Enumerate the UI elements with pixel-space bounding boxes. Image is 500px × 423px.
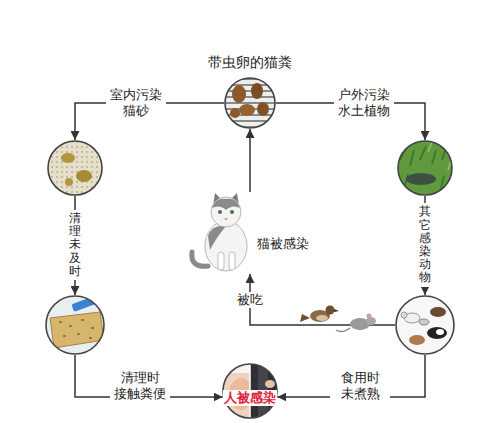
- scoop: [71, 296, 96, 312]
- circle-border: [396, 296, 454, 354]
- grass-circle: [397, 140, 453, 196]
- litter-picture: [47, 140, 103, 196]
- litter-clump: [65, 178, 73, 186]
- litter-grains: [60, 320, 93, 338]
- litter-clump: [76, 170, 92, 182]
- cat-body: [205, 221, 247, 271]
- label-holder: 室内污染 猫砂: [106, 87, 166, 118]
- label-holder: 被吃: [235, 292, 265, 308]
- cat-head-patch: [212, 199, 240, 210]
- cat-patch: [208, 226, 226, 250]
- sheep-head: [401, 312, 407, 318]
- label-holder: 其它感染动物: [418, 203, 432, 286]
- grass-blades: [400, 146, 446, 192]
- cat-head: [211, 197, 241, 227]
- edge-label: 室内污染 猫砂: [106, 87, 166, 118]
- grate: [224, 77, 276, 129]
- edge-label: 户外污染 水土植物: [334, 87, 394, 118]
- prey-picture: [300, 306, 376, 332]
- sparrow-tail: [300, 314, 310, 322]
- feces-lump: [230, 108, 240, 118]
- litter-box-circle: [45, 295, 105, 355]
- sparrow-breast: [316, 315, 328, 321]
- feces-picture: [224, 77, 276, 129]
- cat-eye: [230, 210, 234, 214]
- feces-lump: [232, 85, 246, 103]
- sparrow-head: [326, 306, 335, 315]
- circle-outline: [47, 140, 103, 196]
- grass-blades: [402, 140, 452, 170]
- animals-picture: [395, 295, 455, 355]
- node-label: 猫被感染: [256, 236, 310, 252]
- circle-outline: [45, 295, 105, 355]
- human-picture: [222, 363, 278, 419]
- circle-border: [48, 141, 102, 195]
- circle-border: [398, 141, 452, 195]
- human-circle: 人被感染: [222, 363, 278, 419]
- circle-outline: [395, 295, 455, 355]
- feces-lump: [257, 102, 269, 116]
- text-holder: 人被感染: [223, 390, 277, 406]
- mouse-tail: [336, 328, 350, 332]
- circle-border: [225, 78, 275, 128]
- edge-label: 清理时 接触粪便: [110, 370, 170, 401]
- cat-eye: [218, 210, 222, 214]
- box-ground: [45, 295, 105, 355]
- cat-leg: [229, 252, 235, 270]
- feces-lump: [239, 104, 255, 116]
- animals-ground: [395, 295, 455, 355]
- man-hand: [265, 380, 275, 388]
- litter-ground: [47, 140, 103, 196]
- cat-node: 猫被感染: [186, 192, 314, 274]
- label-holder: 食用时 未煮熟: [330, 370, 390, 401]
- label-holder: 户外污染 水土植物: [334, 87, 394, 118]
- lamb: [419, 319, 429, 325]
- text-holder: 带虫卵的猫粪: [207, 54, 293, 71]
- circle-border: [46, 296, 104, 354]
- text-holder: 猫被感染: [256, 236, 310, 252]
- grass-ground: [397, 140, 453, 196]
- mouse-head: [366, 317, 376, 325]
- edge-label: 食用时 未煮熟: [330, 370, 390, 401]
- cat-leg: [218, 252, 224, 270]
- circle-outline: [224, 77, 276, 129]
- goat: [409, 335, 425, 345]
- grass-picture: [397, 140, 453, 196]
- label-holder: 清理未及时: [68, 210, 82, 280]
- sparrow-beak: [334, 309, 339, 312]
- litter-circle: [47, 140, 103, 196]
- litter-clump: [61, 153, 75, 163]
- water-patch: [406, 173, 436, 185]
- cow-spot: [436, 329, 444, 335]
- litter-box-picture: [45, 295, 105, 355]
- edge-label: 其它感染动物: [418, 203, 432, 286]
- flow-arrow: [249, 129, 251, 192]
- cat-picture: [192, 193, 247, 271]
- horse: [430, 307, 446, 317]
- label-holder: 清理时 接触粪便: [110, 370, 170, 401]
- circle-border: [223, 364, 277, 418]
- flow-arrow: [250, 274, 395, 325]
- circle-outline: [397, 140, 453, 196]
- mouse-ear: [367, 314, 372, 319]
- edge-label: 清理未及时: [68, 210, 82, 280]
- node-label: 人被感染: [223, 390, 277, 406]
- litter-box: [50, 312, 104, 348]
- cow: [427, 327, 447, 339]
- feces-lump: [251, 83, 263, 99]
- edge-label: 被吃: [235, 292, 265, 308]
- animals-circle: [395, 295, 455, 355]
- feces-circle: 带虫卵的猫粪: [224, 77, 276, 129]
- node-heading: 带虫卵的猫粪: [207, 54, 293, 71]
- cat-nose: [224, 218, 228, 221]
